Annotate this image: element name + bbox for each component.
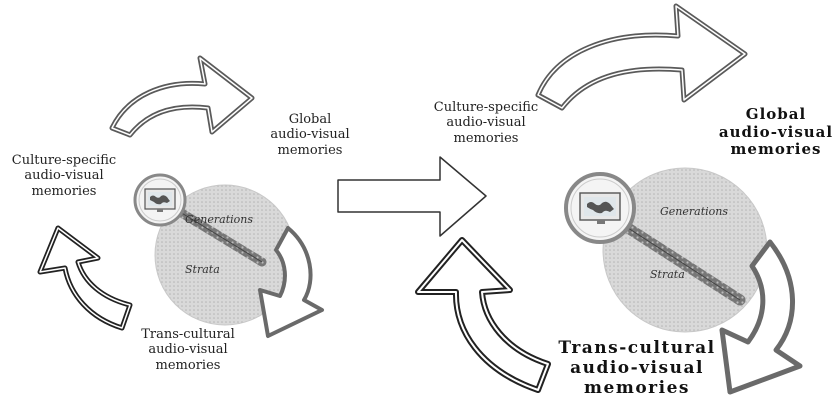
culture-specific-memories-label: Culture-specific audio-visual memories (11, 153, 117, 199)
monitor-icon (579, 192, 621, 224)
curved-arrow-icon (258, 226, 324, 338)
strata-label: Strata (650, 268, 685, 281)
global-memories-label: Global audio-visual memories (270, 112, 350, 158)
magnifier-icon (564, 172, 746, 306)
transition-arrow-icon (337, 156, 487, 237)
monitor-icon (144, 188, 176, 212)
global-memories-label: Global audio-visual memories (718, 105, 832, 159)
curved-arrow-icon (719, 239, 803, 395)
generations-label: Generations (660, 205, 728, 218)
trans-cultural-memories-label: Trans-cultural audio-visual memories (141, 327, 235, 373)
curved-arrow-icon (37, 225, 133, 331)
curved-arrow-icon (109, 55, 255, 138)
culture-specific-memories-label: Culture-specific audio-visual memories (433, 100, 539, 146)
magnifier-icon (133, 173, 267, 267)
trans-cultural-memories-label: Trans-cultural audio-visual memories (558, 338, 716, 399)
generations-label: Generations (185, 213, 253, 226)
strata-label: Strata (185, 263, 220, 276)
